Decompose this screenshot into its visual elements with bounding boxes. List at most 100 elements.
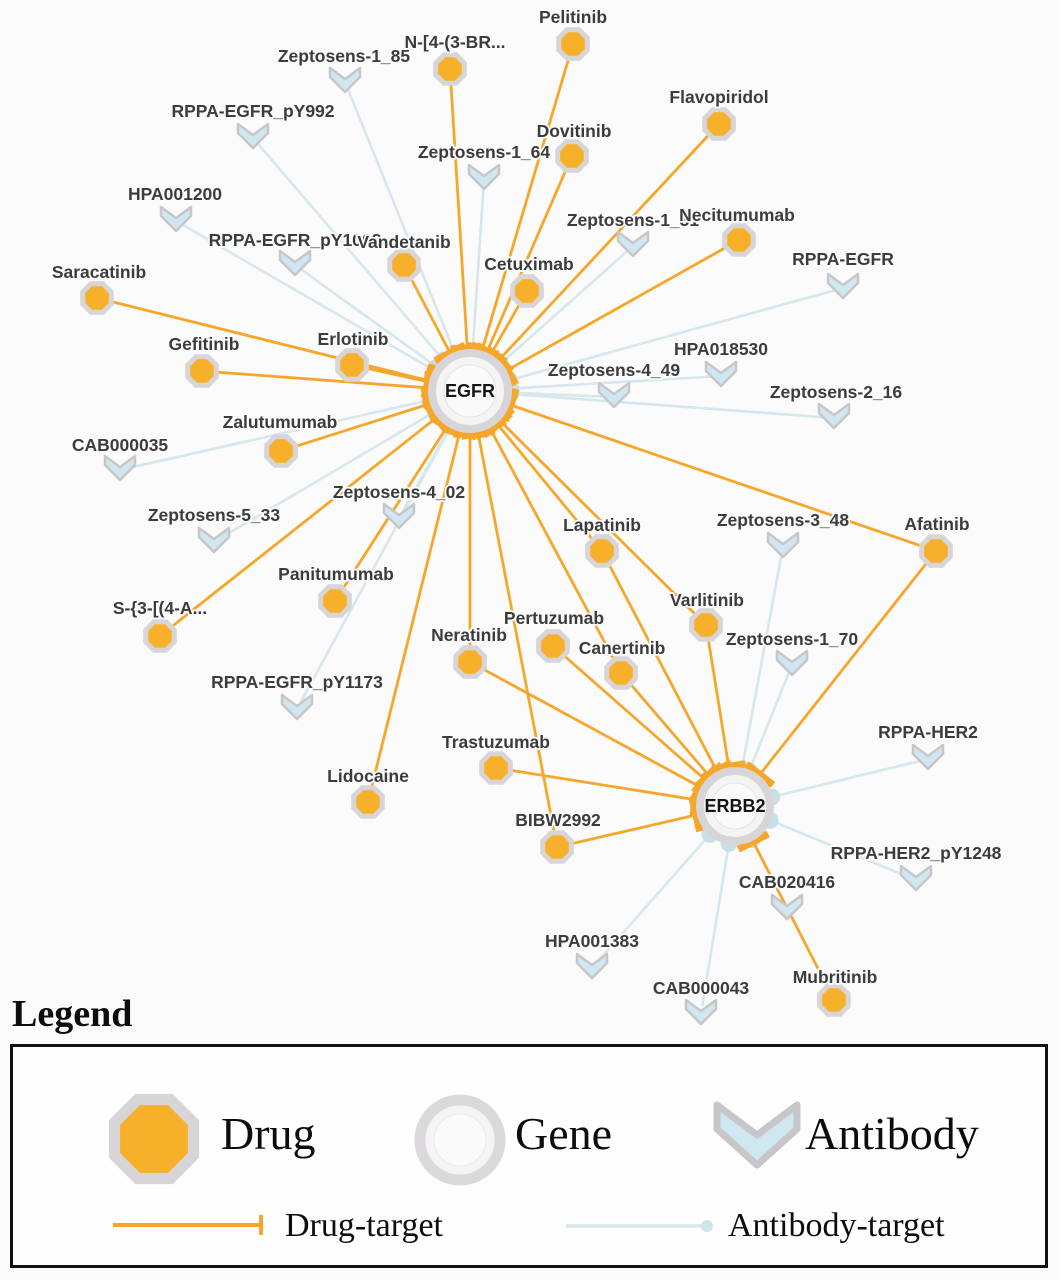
gene-node-inner [711, 782, 759, 830]
drug-node-dovitinib[interactable] [555, 139, 589, 173]
drug-node-pertuzumab[interactable] [536, 629, 570, 663]
antibody-node-cab020416[interactable] [770, 893, 804, 921]
antibody-nodes [103, 66, 945, 1026]
antibody-label-hpa018530: HPA018530 [674, 339, 768, 359]
antibody-node-zeptosens-1-64[interactable] [467, 163, 501, 191]
antibody-label-rppa-egfr-py1068: RPPA-EGFR_pY1068 [209, 230, 382, 250]
antibody-target-edge-rppa-her2-erbb2 [763, 759, 921, 806]
drug-target-edge-bibw2992-erbb2 [569, 797, 704, 846]
antibody-target-edge-hpa001200-egfr [182, 223, 443, 379]
gene-label-erbb2: ERBB2 [704, 796, 765, 816]
drug-node-canertinib[interactable] [604, 656, 638, 690]
gene-legend-icon [414, 1094, 506, 1186]
drug-target-legend-label: Drug-target [285, 1207, 443, 1244]
drug-target-edge-pertuzumab-erbb2 [561, 653, 719, 795]
drug-node-lapatinib[interactable] [585, 534, 619, 568]
antibody-node-zeptosens-5-33[interactable] [197, 526, 231, 554]
network-canvas: EGFR ERBB2Zeptosens-1_85RPPA-EGFR_pY992HP… [50, 5, 1003, 1026]
drug-target-edge-lidocaine-egfr [369, 425, 477, 790]
antibody-label-zeptosens-5-33: Zeptosens-5_33 [148, 505, 281, 525]
drug-target-edges [109, 56, 930, 990]
drug-node-pelitinib[interactable] [556, 27, 590, 61]
drug-label-lapatinib: Lapatinib [563, 515, 641, 535]
drug-node-trastuzumab[interactable] [479, 751, 513, 785]
antibody-node-cab000035[interactable] [103, 454, 137, 482]
antibody-target-edge-zeptosens-5-33-egfr [220, 403, 444, 540]
drug-target-edge-dovitinib-egfr [470, 167, 569, 362]
drug-node-n-4-3-br[interactable] [433, 52, 467, 86]
antibody-target-edge-rppa-egfr-py1173-egfr [299, 418, 459, 703]
drug-node-flavopiridol[interactable] [702, 107, 736, 141]
antibody-node-zeptosens-4-02[interactable] [382, 502, 416, 530]
antibody-label-rppa-egfr: RPPA-EGFR [792, 249, 894, 269]
drug-node-gefitinib[interactable] [185, 354, 219, 388]
antibody-target-legend-label: Antibody-target [728, 1207, 945, 1244]
node-labels: Zeptosens-1_85RPPA-EGFR_pY992HPA001200RP… [50, 5, 1003, 1000]
antibody-target-edge-rppa-egfr-py992-egfr [257, 143, 452, 369]
drug-target-edge-saracatinib-egfr [109, 299, 436, 398]
gene-node-erbb2[interactable]: ERBB2 [696, 767, 774, 845]
drug-node-s-3-4-a[interactable] [143, 619, 177, 653]
drug-target-edge-canertinib-erbb2 [628, 681, 725, 790]
drug-node-erlotinib[interactable] [335, 348, 369, 382]
antibody-node-hpa001200[interactable] [159, 205, 193, 233]
antibody-target-edge-zeptosens-1-64-egfr [464, 186, 485, 359]
antibody-node-hpa018530[interactable] [704, 360, 738, 388]
antibody-node-rppa-her2-py1248[interactable] [899, 864, 933, 892]
drug-label-pertuzumab: Pertuzumab [504, 608, 604, 628]
drug-target-edge-varlitinib-egfr [486, 406, 698, 617]
antibody-target-edge-zeptosens-1-70-erbb2 [740, 671, 791, 780]
drug-label-s-3-4-a: S-{3-[(4-A... [113, 598, 207, 618]
antibody-node-zeptosens-1-85[interactable] [328, 66, 362, 94]
antibody-node-hpa001383[interactable] [575, 952, 609, 980]
antibody-target-edge-zeptosens-4-49-egfr [502, 384, 607, 402]
drug-node-vandetanib[interactable] [387, 248, 421, 282]
antibody-label-zeptosens-1-31: Zeptosens-1_31 [567, 210, 700, 230]
drug-target-edge-varlitinib-erbb2 [706, 637, 746, 773]
drug-node-cetuximab[interactable] [510, 274, 544, 308]
antibody-node-rppa-egfr-py1173[interactable] [280, 693, 314, 721]
drug-node-panitumumab[interactable] [318, 584, 352, 618]
drug-node-saracatinib[interactable] [80, 281, 114, 315]
antibody-label-zeptosens-3-48: Zeptosens-3_48 [717, 510, 850, 530]
drug-node-zalutumumab[interactable] [264, 434, 298, 468]
gene-node-egfr[interactable]: EGFR [428, 349, 512, 433]
antibody-node-zeptosens-1-31[interactable] [616, 230, 650, 258]
antibody-node-zeptosens-1-70[interactable] [775, 649, 809, 677]
drug-target-edge-n-4-3-br-egfr [449, 81, 485, 353]
antibody-target-edge-cab000043-erbb2 [701, 835, 738, 1007]
legend-box: Drug Gene Antibody Drug-target Antibody-… [10, 1044, 1048, 1268]
antibody-label-cab000043: CAB000043 [653, 978, 750, 998]
antibody-node-zeptosens-2-16[interactable] [817, 402, 851, 430]
drug-label-cetuximab: Cetuximab [484, 254, 573, 274]
drug-node-varlitinib[interactable] [689, 608, 723, 642]
antibody-node-rppa-egfr-py992[interactable] [236, 122, 270, 150]
drug-label-canertinib: Canertinib [579, 638, 666, 658]
drug-node-bibw2992[interactable] [540, 830, 574, 864]
drug-node-neratinib[interactable] [453, 645, 487, 679]
drug-node-afatinib[interactable] [919, 534, 953, 568]
drug-target-edge-vandetanib-egfr [408, 275, 467, 364]
drug-label-flavopiridol: Flavopiridol [669, 87, 768, 107]
drug-target-edge-bibw2992-egfr [460, 426, 556, 835]
antibody-target-edge-rppa-egfr-egfr [501, 288, 836, 389]
antibody-target-edge-rppa-her2-py1248-erbb2 [761, 812, 910, 879]
antibody-node-zeptosens-3-48[interactable] [766, 531, 800, 559]
antibody-label-zeptosens-2-16: Zeptosens-2_16 [770, 382, 903, 402]
antibody-node-zeptosens-4-49[interactable] [597, 381, 631, 409]
drug-node-lidocaine[interactable] [351, 785, 385, 819]
drug-target-edge-s-3-4-a-egfr [169, 402, 450, 629]
drug-target-edge-pelitinib-egfr [465, 56, 571, 359]
gene-nodes: EGFR ERBB2 [428, 349, 774, 845]
drug-legend-icon [108, 1093, 200, 1185]
antibody-node-rppa-egfr[interactable] [826, 272, 860, 300]
antibody-label-zeptosens-4-02: Zeptosens-4_02 [333, 482, 466, 502]
gene-node-inner [443, 364, 497, 418]
drug-node-necitumumab[interactable] [722, 223, 756, 257]
antibody-node-cab000043[interactable] [684, 998, 718, 1026]
antibody-label-rppa-her2: RPPA-HER2 [878, 722, 978, 742]
drug-node-mubritinib[interactable] [817, 983, 851, 1017]
antibody-node-rppa-her2[interactable] [911, 743, 945, 771]
antibody-node-rppa-egfr-py1068[interactable] [278, 249, 312, 277]
antibody-target-edge-zeptosens-1-31-egfr [492, 250, 628, 373]
